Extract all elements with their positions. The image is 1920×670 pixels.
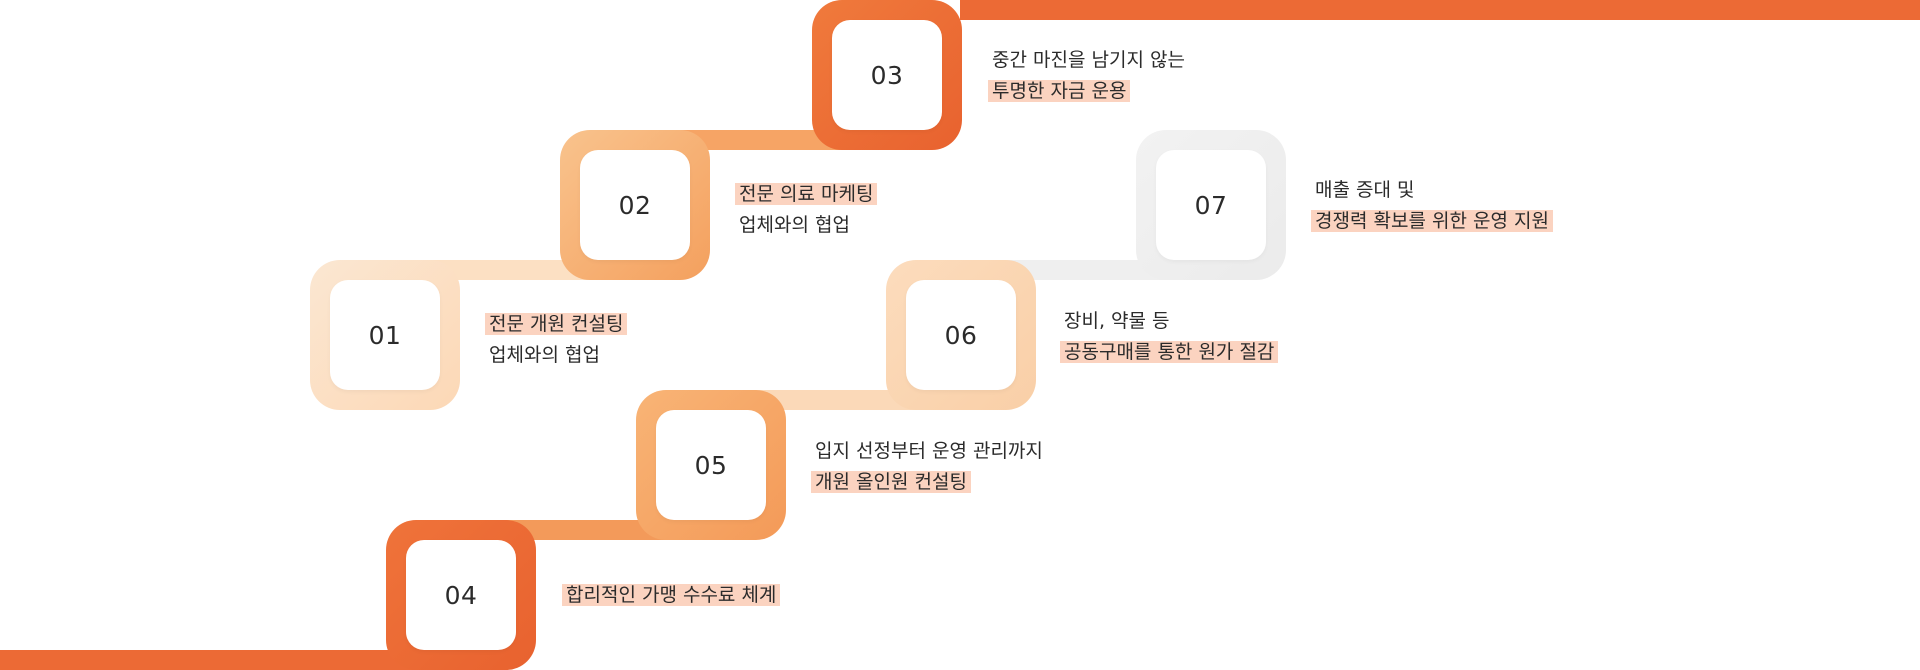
step-07-number: 07: [1156, 150, 1266, 260]
step-01-line1: 전문 개원 컨설팅: [485, 313, 628, 335]
step-02-number: 02: [580, 150, 690, 260]
step-04-number: 04: [406, 540, 516, 650]
step-06-tile: 06: [886, 260, 1036, 410]
step-06-line2: 공동구매를 통한 원가 절감: [1060, 341, 1279, 363]
step-03-tile: 03: [812, 0, 962, 150]
step-04-label: 합리적인 가맹 수수료 체계: [562, 580, 781, 611]
connector-bottom-line: [0, 650, 460, 670]
connector-top-line: [960, 0, 1920, 20]
step-02-label: 전문 의료 마케팅 업체와의 협업: [735, 179, 878, 241]
step-06-line1: 장비, 약물 등: [1064, 310, 1170, 332]
step-03-label: 중간 마진을 남기지 않는 투명한 자금 운용: [988, 45, 1185, 107]
step-04-line1: 합리적인 가맹 수수료 체계: [562, 584, 781, 606]
step-07-line2: 경쟁력 확보를 위한 운영 지원: [1311, 210, 1553, 232]
step-05-line2: 개원 올인원 컨설팅: [811, 471, 971, 493]
step-02-line2: 업체와의 협업: [739, 214, 850, 236]
step-05-line1: 입지 선정부터 운영 관리까지: [815, 440, 1043, 462]
step-05-label: 입지 선정부터 운영 관리까지 개원 올인원 컨설팅: [811, 436, 1043, 498]
step-07-label: 매출 증대 및 경쟁력 확보를 위한 운영 지원: [1311, 175, 1553, 237]
step-03-line2: 투명한 자금 운용: [988, 80, 1131, 102]
step-03-number: 03: [832, 20, 942, 130]
step-01-number: 01: [330, 280, 440, 390]
step-06-label: 장비, 약물 등 공동구매를 통한 원가 절감: [1060, 306, 1279, 368]
step-01-label: 전문 개원 컨설팅 업체와의 협업: [485, 309, 628, 371]
step-03-line1: 중간 마진을 남기지 않는: [992, 49, 1185, 71]
step-06-number: 06: [906, 280, 1016, 390]
step-04-tile: 04: [386, 520, 536, 670]
step-05-number: 05: [656, 410, 766, 520]
step-05-tile: 05: [636, 390, 786, 540]
step-01-line2: 업체와의 협업: [489, 344, 600, 366]
step-07-line1: 매출 증대 및: [1315, 179, 1415, 201]
step-02-line1: 전문 의료 마케팅: [735, 183, 878, 205]
step-07-tile: 07: [1136, 130, 1286, 280]
step-02-tile: 02: [560, 130, 710, 280]
step-01-tile: 01: [310, 260, 460, 410]
